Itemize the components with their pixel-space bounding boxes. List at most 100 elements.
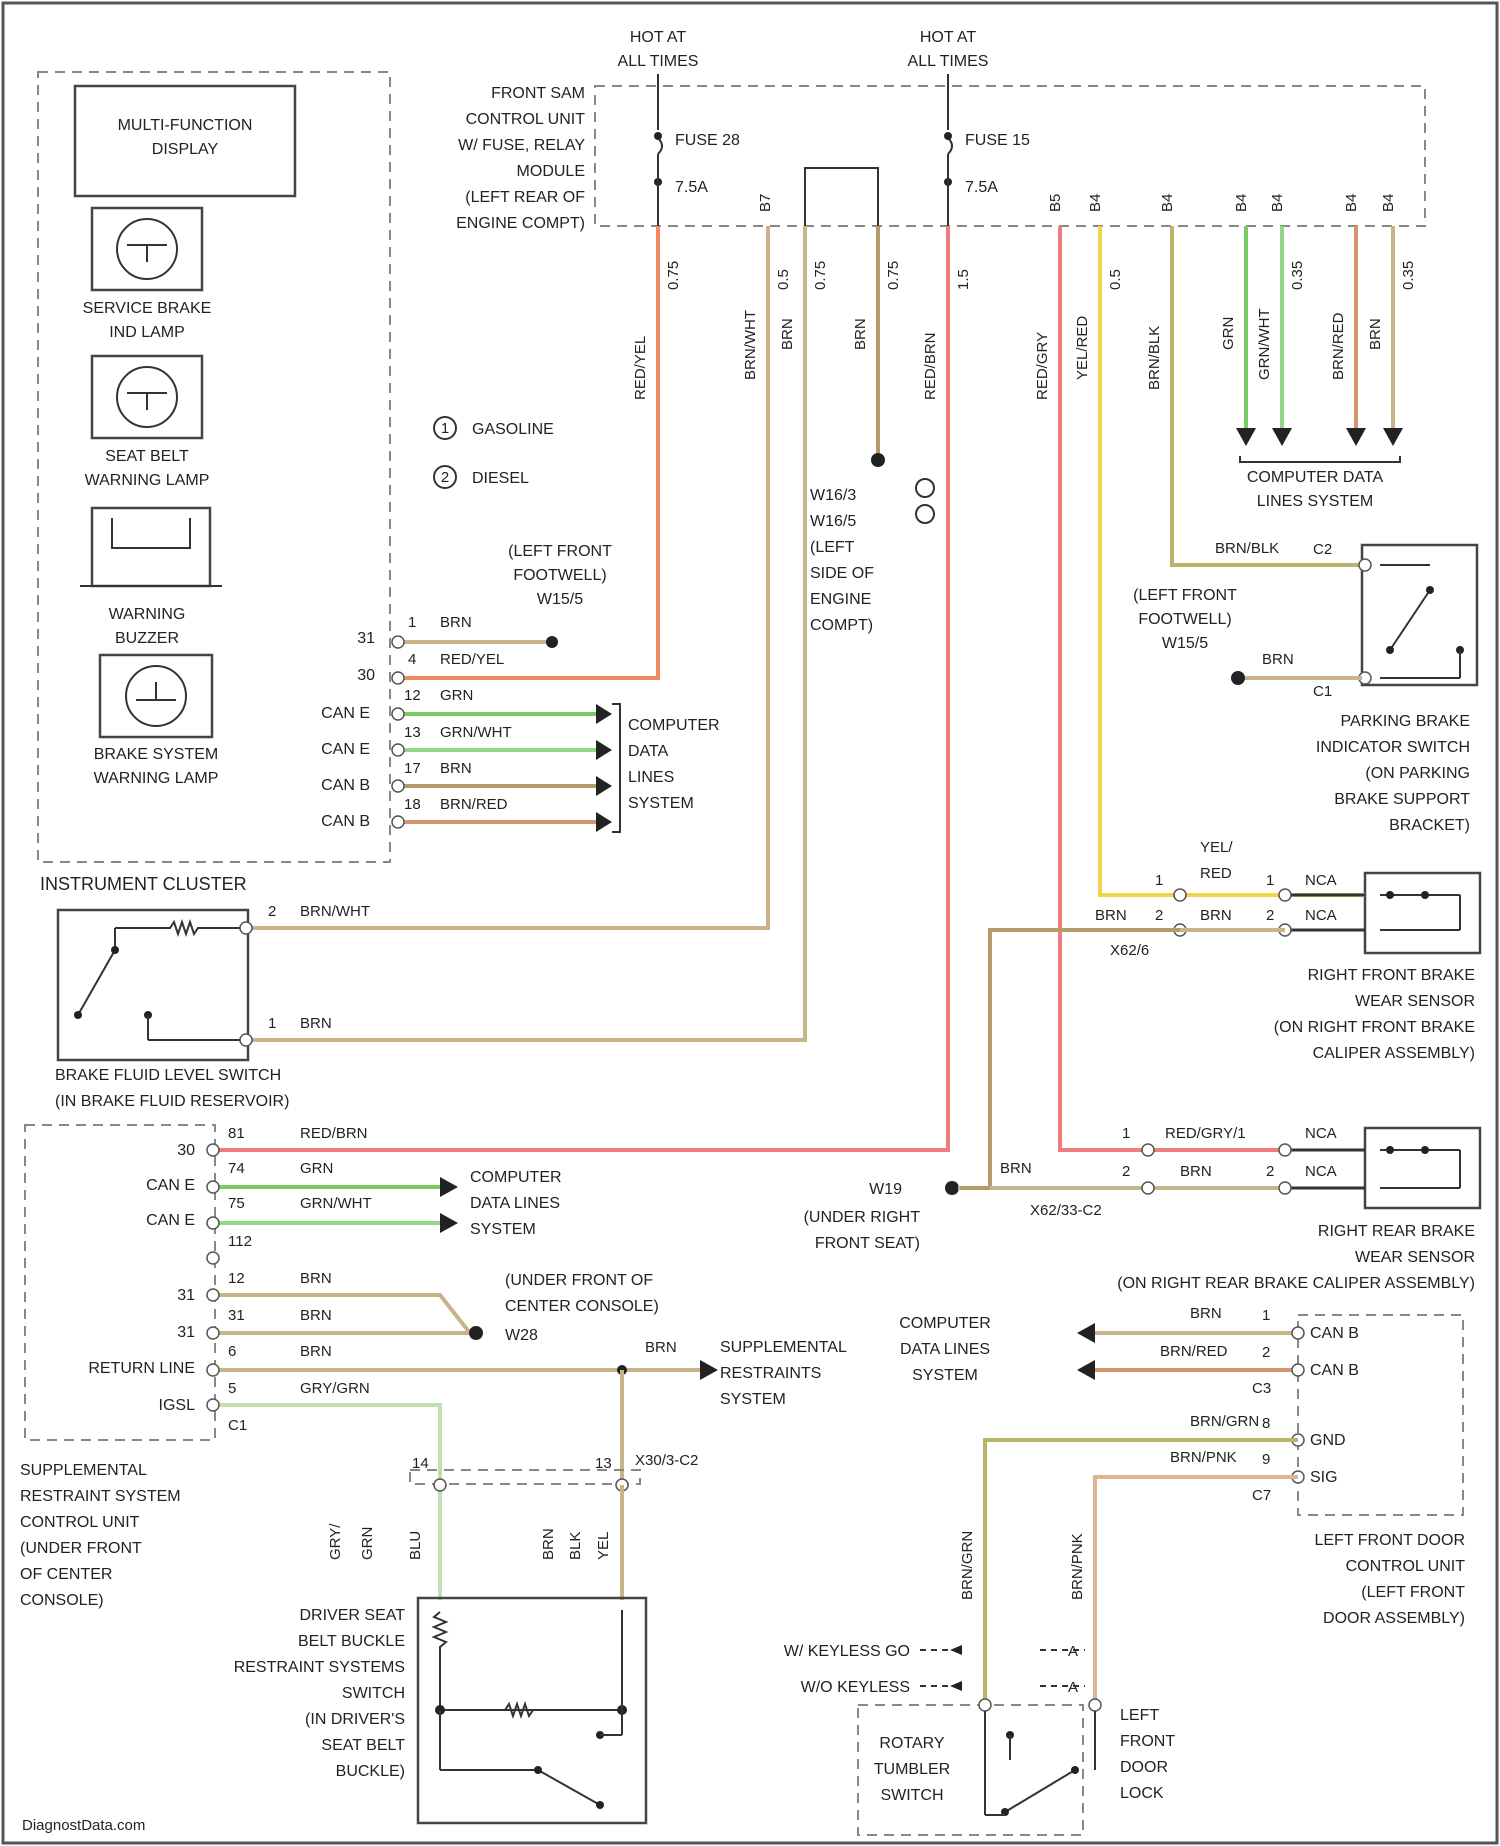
srs-system-2: RESTRAINTS: [720, 1365, 821, 1382]
wire-codes: 0.75 0.5 0.75 0.75 1.5 0.5 0.35 0.35: [665, 261, 1417, 290]
legend-gasoline: GASOLINE: [472, 421, 554, 438]
srs-unit-line: (UNDER FRONT: [20, 1540, 142, 1557]
hot-at-all-times-left-2: ALL TIMES: [618, 53, 699, 70]
seat-belt-wire-labels: GRY/ GRN BLU BRN BLK YEL: [327, 1523, 612, 1560]
sam-pin: B4: [1380, 194, 1397, 212]
cdl-label-4: SYSTEM: [628, 795, 694, 812]
switch-blade: [78, 950, 115, 1015]
connector-pin: [392, 636, 404, 648]
connector-pin: [1279, 889, 1291, 901]
hot-at-all-times-right-1: HOT AT: [920, 29, 977, 46]
door-pin9: 9: [1262, 1451, 1270, 1468]
vwire-label: YEL/RED: [1074, 316, 1091, 380]
cdl4-3: SYSTEM: [912, 1367, 978, 1384]
cdl4-2: DATA LINES: [900, 1341, 990, 1358]
srs-c1: C1: [228, 1417, 247, 1434]
srs-brn: BRN: [645, 1339, 677, 1356]
cluster-row-pin: 1: [408, 614, 416, 631]
rf-sensor-box: [1365, 873, 1480, 953]
seat-belt-label-2: WARNING LAMP: [85, 472, 210, 489]
multi-function-display: MULTI-FUNCTION DISPLAY: [75, 86, 295, 196]
seat-belt-buckle-switch: [418, 1598, 646, 1823]
rr-sensor-label: RIGHT REAR BRAKE WEAR SENSOR (ON RIGHT R…: [1117, 1223, 1475, 1292]
switch-contact: [1426, 586, 1434, 594]
belt-wire: YEL: [595, 1532, 612, 1560]
keyless-pin-b: A: [1068, 1679, 1078, 1696]
resistor-icon: [115, 922, 240, 934]
w28-2: CENTER CONSOLE): [505, 1298, 659, 1315]
connector-pin: [240, 1034, 252, 1046]
ground-splice-pb: [1231, 671, 1245, 685]
legend-icon-2: [916, 505, 934, 523]
vwire-label: BRN: [852, 318, 869, 350]
switch-blade: [1005, 1770, 1075, 1812]
pb-brn: BRN: [1262, 651, 1294, 668]
switch-contact: [596, 1801, 604, 1809]
switch-contact: [74, 1011, 82, 1019]
arrow-icon: [596, 740, 612, 760]
wire-door-brn-grn: [985, 1440, 1298, 1705]
srs-unit-line: SUPPLEMENTAL: [20, 1462, 147, 1479]
w15-left-1: (LEFT FRONT: [508, 543, 612, 560]
cluster-row-label: CAN E: [321, 741, 370, 758]
connector-pin: [392, 744, 404, 756]
hot-at-all-times-right-2: ALL TIMES: [908, 53, 989, 70]
switch-contact: [1386, 646, 1394, 654]
service-brake-lamp: SERVICE BRAKE IND LAMP: [83, 208, 212, 341]
srs-unit-line: OF CENTER: [20, 1566, 112, 1583]
rr-label: (ON RIGHT REAR BRAKE CALIPER ASSEMBLY): [1117, 1275, 1475, 1292]
door-gnd: GND: [1310, 1432, 1346, 1449]
vwire-label: BRN/WHT: [742, 310, 759, 380]
srs-row-pin: 74: [228, 1160, 245, 1177]
wire-code: 0.75: [665, 261, 682, 290]
cluster-row-label: CAN B: [321, 813, 370, 830]
srs-row-pin: 112: [228, 1233, 252, 1250]
srs-system-1: SUPPLEMENTAL: [720, 1339, 847, 1356]
bracket-line: [612, 704, 620, 832]
wire-code: 0.5: [1107, 269, 1124, 290]
cluster-row-wire: BRN: [440, 760, 472, 777]
cluster-row-wire: BRN: [440, 614, 472, 631]
connector-pin: [392, 780, 404, 792]
wire-red-brn-vertical: [215, 226, 948, 1150]
sam-label: (LEFT REAR OF: [465, 189, 585, 206]
buzzer-icon: [112, 518, 190, 548]
rotary-1: ROTARY: [879, 1735, 945, 1752]
switch-contact: [1071, 1766, 1079, 1774]
bf-label-1: BRAKE FLUID LEVEL SWITCH: [55, 1067, 281, 1084]
cluster-row-wire: GRN: [440, 687, 473, 704]
connector-pin: [434, 1479, 446, 1491]
vwire-label: BRN/RED: [1330, 312, 1347, 380]
rr-label: WEAR SENSOR: [1355, 1249, 1475, 1266]
connector-pin: [207, 1252, 219, 1264]
sam-label: W/ FUSE, RELAY: [458, 137, 585, 154]
wire-srs-gry-grn: [215, 1405, 440, 1600]
sam-vertical-wires: [215, 226, 1403, 1150]
vwire-label: BRN: [1367, 318, 1384, 350]
warning-buzzer: WARNING BUZZER: [80, 508, 222, 647]
cluster-row-label: CAN B: [321, 777, 370, 794]
wire-brn-blk-vertical: [1172, 226, 1365, 565]
rf-yel-red-1: YEL/: [1200, 839, 1233, 856]
connector-pin: [979, 1699, 991, 1711]
arrow-left-icon: [950, 1645, 962, 1655]
arrow-left-icon: [1077, 1360, 1095, 1380]
bf-wire2: BRN/WHT: [300, 903, 370, 920]
cdl3-2: DATA LINES: [470, 1195, 560, 1212]
door-label: (LEFT FRONT: [1361, 1584, 1465, 1601]
ground-splice-w163: [871, 453, 885, 467]
srs-unit-box: [25, 1125, 215, 1440]
connector-pin: [1279, 1144, 1291, 1156]
fuse-28-label: FUSE 28: [675, 132, 740, 149]
sam-internal-link: [805, 168, 878, 226]
rotary-3: SWITCH: [880, 1787, 943, 1804]
seat-belt-label-1: SEAT BELT: [105, 448, 189, 465]
sam-pin: B4: [1233, 194, 1250, 212]
right-front-brake-sensor: YEL/ RED 1 1 NCA BRN 2 BRN 2 NCA X62/6: [1095, 839, 1480, 959]
w163-label: W16/3 W16/5 (LEFT SIDE OF ENGINE COMPT): [810, 487, 874, 634]
arrow-icon: [596, 812, 612, 832]
srs-row-wire: BRN: [300, 1343, 332, 1360]
door-pin8: 8: [1262, 1415, 1270, 1432]
door-can-b2: CAN B: [1310, 1362, 1359, 1379]
lamp-filament-icon: [136, 682, 176, 700]
